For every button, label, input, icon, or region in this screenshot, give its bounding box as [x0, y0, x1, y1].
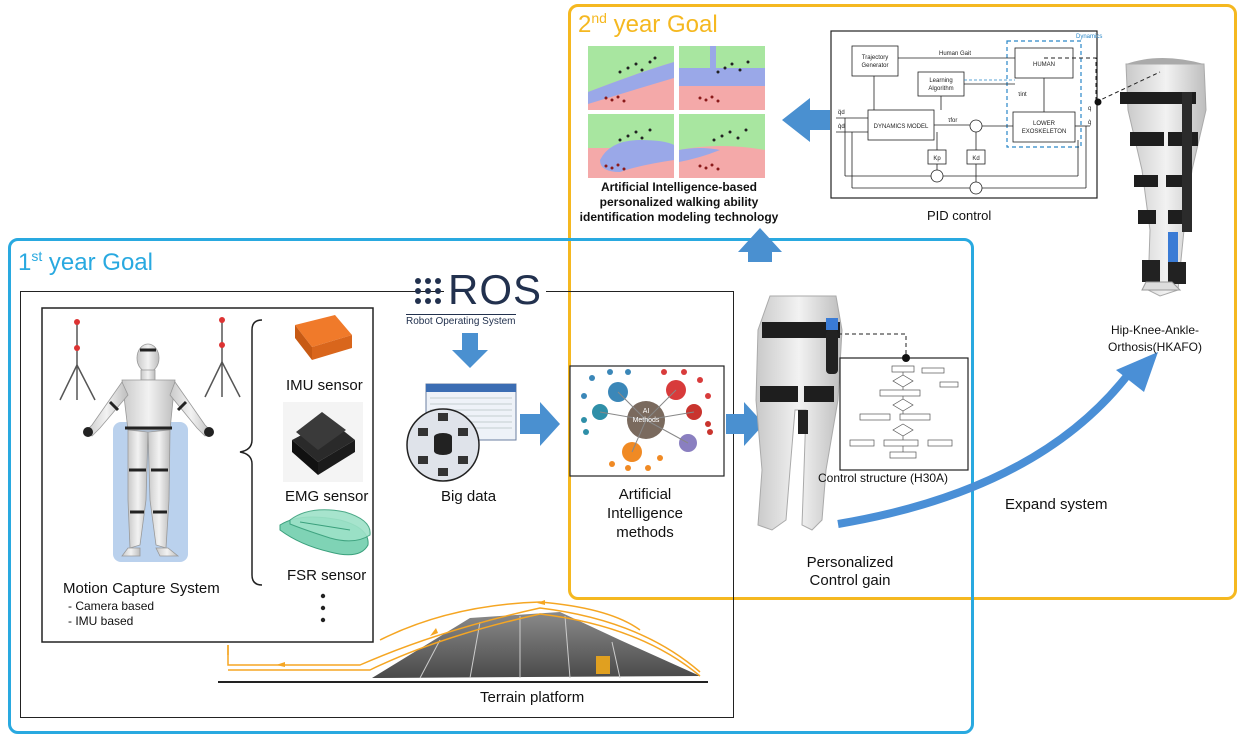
imu-sensor-icon — [295, 315, 352, 360]
personalized-gain-label: Personalized Control gain — [806, 554, 894, 589]
ai-classification-plots — [588, 46, 765, 178]
svg-text:τfor: τfor — [948, 118, 957, 124]
svg-text:τint: τint — [1018, 92, 1027, 98]
big-data-icon — [406, 383, 517, 482]
control-structure-label: Control structure (H30A) — [818, 471, 949, 485]
svg-text:Dynamics: Dynamics — [1076, 34, 1102, 40]
year1-goal-title: 1st year Goal — [18, 248, 153, 276]
ros-logo-icon — [415, 278, 441, 304]
svg-text:q̇: q̇ — [1088, 120, 1091, 126]
plot-2 — [679, 46, 765, 110]
svg-text:HUMAN: HUMAN — [1033, 62, 1055, 68]
fsr-sensor-icon — [279, 509, 371, 556]
svg-text:Human Gait: Human Gait — [939, 51, 971, 57]
ros-subtitle: Robot Operating System — [406, 314, 516, 327]
svg-text:q̈d: q̈d — [838, 110, 845, 116]
personalized-exoskeleton-figure — [755, 295, 843, 531]
expand-system-arrow — [837, 369, 1134, 528]
svg-text:Trajectory: Trajectory — [862, 55, 888, 61]
mocap-suit-straps — [108, 348, 188, 514]
svg-text:DYNAMICS MODEL: DYNAMICS MODEL — [874, 124, 929, 130]
ros-logo-text: ROS — [444, 266, 547, 314]
control-structure-flowchart — [839, 357, 969, 471]
expand-system-arrow-head — [1116, 352, 1158, 392]
mocap-title: Motion Capture System — [63, 580, 220, 597]
svg-text:Kp: Kp — [933, 156, 941, 162]
more-sensors-dots — [320, 593, 326, 623]
glove-right-icon — [204, 427, 214, 437]
emg-sensor-label: EMG sensor — [285, 488, 369, 505]
hkafo-label: Hip-Knee-Ankle- Orthosis(HKAFO) — [1107, 323, 1202, 354]
imu-sensor-label: IMU sensor — [286, 377, 363, 394]
callout-dot — [902, 354, 910, 362]
svg-text:Generator: Generator — [861, 63, 888, 69]
pid-callout-line — [1044, 57, 1097, 102]
arrow-right-ai — [726, 402, 764, 446]
mocap-human-figure — [84, 343, 213, 557]
pid-callout-dot — [1094, 98, 1102, 106]
mocap-item-imu: - IMU based — [68, 614, 134, 628]
emg-sensor-icon — [283, 402, 363, 482]
camera-tripod-left-icon — [59, 319, 96, 401]
arrow-down-ros — [452, 333, 488, 368]
arrow-up-model — [738, 228, 782, 262]
fsr-sensor-label: FSR sensor — [287, 567, 367, 584]
plot-4 — [679, 114, 765, 178]
big-data-label: Big data — [441, 488, 497, 505]
svg-text:q̇d: q̇d — [838, 124, 845, 130]
terrain-platform-label: Terrain platform — [480, 689, 585, 706]
callout-line — [838, 333, 907, 356]
hkafo-callout-line — [1095, 71, 1161, 103]
mocap-item-camera: - Camera based — [68, 599, 155, 613]
ai-model-label: Artificial Intelligence-based personaliz… — [579, 180, 779, 224]
ai-methods-label: Artificial Intelligence methods — [607, 486, 683, 541]
plot-3 — [588, 114, 674, 178]
terrain-platform-icon — [218, 600, 708, 683]
year2-goal-title: 2nd year Goal — [578, 10, 718, 38]
glove-left-icon — [83, 427, 93, 437]
hkafo-exoskeleton-figure — [1120, 58, 1207, 297]
year2-goal-frame — [568, 4, 1237, 600]
sensor-bracket — [239, 319, 263, 586]
ai-methods-mindmap — [569, 365, 725, 477]
svg-text:LOWER: LOWER — [1033, 121, 1056, 127]
pid-control-label: PID control — [927, 208, 992, 223]
svg-text:Kd: Kd — [972, 156, 979, 162]
svg-text:q: q — [1088, 106, 1091, 112]
pipeline-box — [20, 291, 734, 718]
plot-1 — [588, 46, 674, 110]
arrow-left-pid — [782, 98, 830, 142]
svg-text:Learning: Learning — [929, 78, 952, 84]
svg-text:Algorithm: Algorithm — [928, 86, 953, 92]
camera-tripod-right-icon — [204, 317, 241, 398]
expand-system-label: Expand system — [1005, 496, 1108, 513]
arrow-right-bigdata — [520, 402, 560, 446]
svg-text:EXOSKELETON: EXOSKELETON — [1022, 129, 1067, 135]
